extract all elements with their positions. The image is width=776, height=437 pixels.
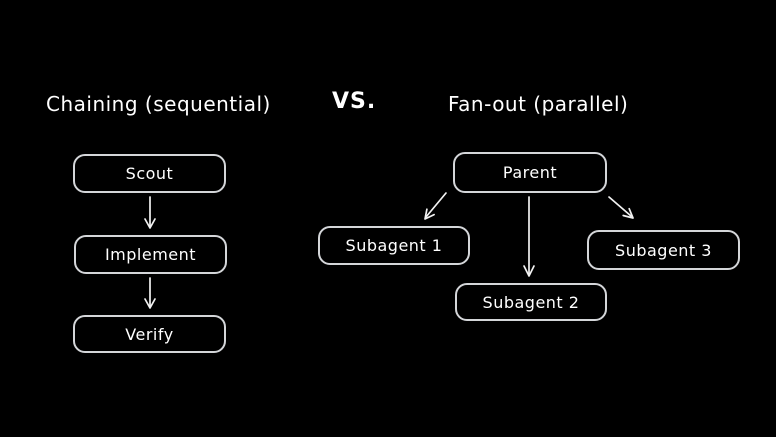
node-subagent-2: Subagent 2 — [455, 283, 607, 321]
node-implement: Implement — [74, 235, 227, 274]
arrow-scout-to-implement — [144, 196, 156, 229]
node-implement-label: Implement — [104, 245, 197, 264]
arrow-parent-to-subagent-1 — [424, 192, 447, 220]
node-parent-label: Parent — [502, 163, 558, 182]
heading-chaining-sequential: Chaining (sequential) — [46, 92, 271, 116]
node-subagent-3-label: Subagent 3 — [615, 240, 712, 260]
node-subagent-3: Subagent 3 — [587, 230, 740, 270]
arrow-parent-to-subagent-3 — [608, 196, 634, 219]
node-verify-label: Verify — [125, 324, 174, 344]
node-subagent-2-label: Subagent 2 — [482, 292, 580, 312]
node-verify: Verify — [73, 315, 226, 353]
arrow-parent-to-subagent-2 — [523, 196, 535, 277]
arrow-implement-to-verify — [144, 277, 156, 309]
node-parent: Parent — [453, 152, 607, 193]
node-scout: Scout — [73, 154, 226, 193]
node-subagent-1: Subagent 1 — [318, 226, 470, 265]
node-subagent-1-label: Subagent 1 — [345, 236, 443, 255]
vs-label: VS. — [332, 89, 377, 114]
node-scout-label: Scout — [125, 164, 174, 183]
heading-fanout-parallel: Fan-out (parallel) — [448, 92, 629, 116]
